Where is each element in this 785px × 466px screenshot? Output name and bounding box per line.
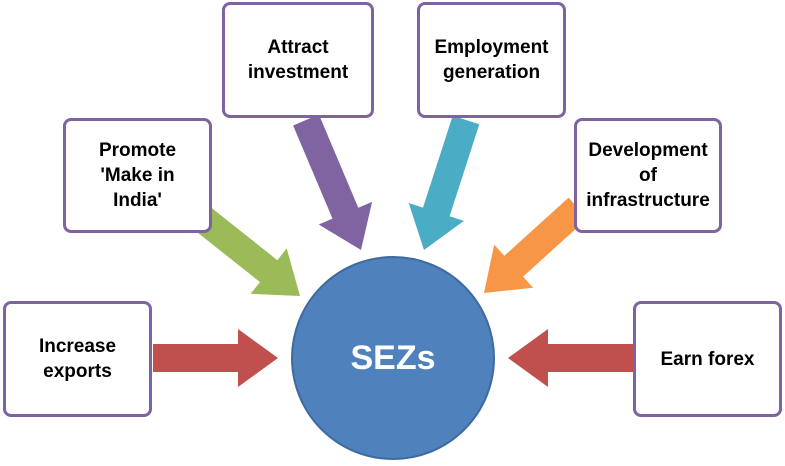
arrow-employ <box>408 115 480 250</box>
arrow-forex <box>508 329 634 387</box>
arrow-promote <box>194 208 300 296</box>
arrow-exports <box>153 329 278 387</box>
node-employment-generation: Employment generation <box>417 2 566 118</box>
node-increase-exports: Increase exports <box>3 301 152 417</box>
node-promote-make-in-india: Promote 'Make in India' <box>63 118 212 233</box>
center-label: SEZs <box>350 338 436 377</box>
arrow-infra <box>484 197 588 293</box>
center-sez-circle: SEZs <box>291 256 495 460</box>
node-development-infrastructure: Development of infrastructure <box>574 118 722 233</box>
arrow-invest <box>293 114 373 250</box>
node-attract-investment: Attract investment <box>222 2 374 118</box>
node-earn-forex: Earn forex <box>633 301 782 417</box>
